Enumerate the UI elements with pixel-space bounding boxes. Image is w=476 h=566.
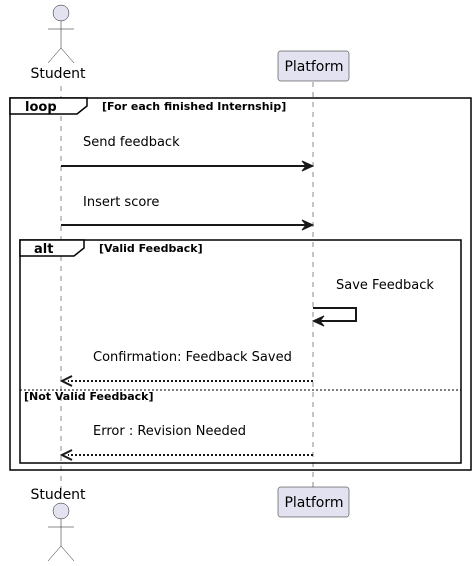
- alt-keyword: alt: [34, 242, 53, 257]
- alt-tab: [19, 239, 85, 257]
- platform-participant-top[interactable]: Platform: [277, 50, 350, 82]
- student-actor-top[interactable]: Student: [30, 4, 86, 82]
- self-message-line: [313, 307, 357, 322]
- platform-name-top: Platform: [284, 59, 343, 75]
- loop-fragment: loop [For each finished Internship]: [9, 97, 472, 471]
- loop-frame: [9, 97, 472, 471]
- message-label: Confirmation: Feedback Saved: [93, 350, 292, 365]
- participant-box: [277, 50, 350, 82]
- participant-box: [277, 486, 350, 518]
- alt-fragment: alt [Valid Feedback] [Not Valid Feedback…: [19, 239, 462, 464]
- alt-else-guard: [Not Valid Feedback]: [24, 390, 153, 403]
- student-name-top: Student: [30, 66, 86, 82]
- platform-participant-bottom[interactable]: Platform: [277, 486, 350, 518]
- loop-guard: [For each finished Internship]: [102, 100, 286, 113]
- alt-frame: [19, 239, 462, 464]
- loop-tab: [9, 97, 88, 115]
- loop-keyword: loop: [25, 100, 57, 115]
- message-label: Insert score: [83, 195, 159, 210]
- open-arrowhead-icon: [59, 375, 73, 387]
- message-label: Save Feedback: [336, 278, 434, 293]
- arrowhead-icon: [301, 219, 315, 231]
- platform-name-bottom: Platform: [284, 495, 343, 511]
- message-send-feedback[interactable]: Send feedback: [61, 135, 315, 172]
- message-label: Send feedback: [83, 135, 180, 150]
- actor-icon: [47, 502, 75, 562]
- alt-guard: [Valid Feedback]: [99, 242, 203, 255]
- student-name-bottom: Student: [30, 487, 86, 503]
- actor-icon: [47, 4, 75, 64]
- message-insert-score[interactable]: Insert score: [61, 195, 315, 231]
- student-actor-bottom[interactable]: Student: [30, 487, 86, 562]
- message-label: Error : Revision Needed: [93, 424, 246, 439]
- arrowhead-icon: [311, 315, 325, 327]
- open-arrowhead-icon: [59, 449, 73, 461]
- message-confirmation[interactable]: Confirmation: Feedback Saved: [59, 350, 313, 387]
- message-save-feedback[interactable]: Save Feedback: [311, 278, 434, 327]
- arrowhead-icon: [301, 160, 315, 172]
- message-error[interactable]: Error : Revision Needed: [59, 424, 313, 461]
